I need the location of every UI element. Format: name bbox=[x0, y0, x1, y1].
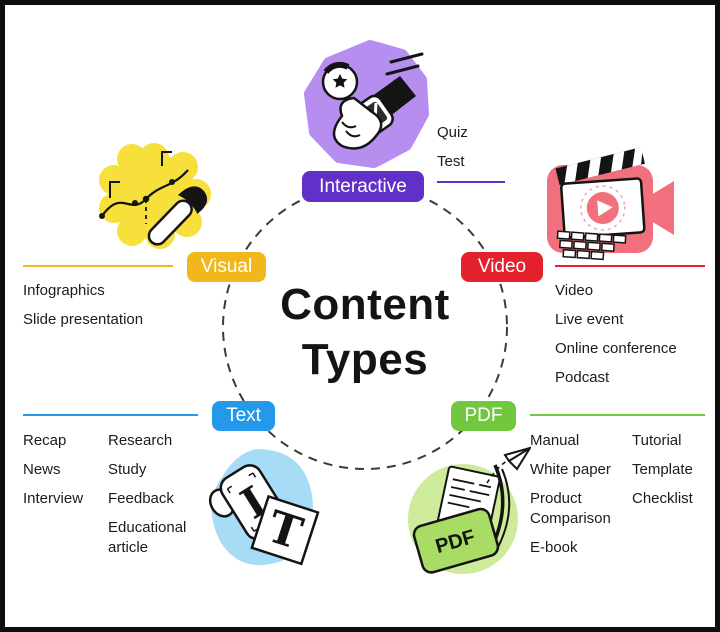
interactive-label-text: Interactive bbox=[319, 175, 407, 197]
list-item: Podcast bbox=[555, 369, 610, 386]
category-label-interactive: Interactive bbox=[302, 171, 424, 202]
laptop-keyboard bbox=[556, 230, 627, 261]
page-title-line1: Content bbox=[280, 280, 450, 329]
page-title: Content Types bbox=[223, 277, 507, 387]
letter-stamp-blocks-illustration: I T bbox=[208, 449, 320, 566]
list-item: Educational article bbox=[108, 519, 187, 556]
list-item: Checklist bbox=[632, 490, 693, 507]
list-item: Tutorial bbox=[632, 432, 682, 449]
pdf-items-col1: Manual White paper Product Comparison E-… bbox=[530, 431, 622, 567]
list-item: Research bbox=[108, 432, 173, 449]
hand-fist bbox=[332, 96, 383, 150]
category-label-video: Video bbox=[461, 252, 543, 282]
page-title-line2: Types bbox=[301, 335, 429, 384]
pdf-folder: PDF bbox=[412, 507, 500, 574]
list-item: Manual bbox=[530, 432, 580, 449]
play-icon bbox=[597, 200, 613, 217]
list-item: Product Comparison bbox=[530, 490, 611, 527]
video-items: Video Live event Online conference Podca… bbox=[555, 281, 677, 397]
list-item: Live event bbox=[555, 311, 624, 328]
list-item: Study bbox=[108, 461, 147, 478]
text-rule bbox=[23, 414, 198, 416]
video-rule bbox=[555, 265, 705, 267]
category-label-pdf: PDF bbox=[451, 401, 516, 431]
list-item: Test bbox=[437, 153, 465, 170]
list-item: Quiz bbox=[437, 124, 468, 141]
camera-lens-flap bbox=[651, 181, 674, 235]
list-item: Slide presentation bbox=[23, 311, 144, 328]
video-label-text: Video bbox=[477, 256, 527, 277]
list-item: Feedback bbox=[108, 490, 174, 507]
text-label-text: Text bbox=[226, 405, 261, 426]
list-item: Template bbox=[632, 461, 693, 478]
list-item: Recap bbox=[23, 432, 67, 449]
laptop-with-clapperboard-illustration bbox=[547, 146, 674, 261]
letter-block: T bbox=[250, 494, 320, 566]
visual-rule bbox=[23, 265, 173, 267]
category-label-visual: Visual bbox=[187, 252, 266, 282]
pdf-folder-paper-plane-illustration: PDF bbox=[408, 446, 531, 574]
dashed-circle bbox=[222, 184, 508, 470]
star-icon bbox=[332, 74, 348, 88]
list-item: Infographics bbox=[23, 282, 105, 299]
clapperboard bbox=[555, 146, 645, 185]
category-label-text: Text bbox=[212, 401, 275, 431]
list-item: Online conference bbox=[555, 340, 677, 357]
list-item: White paper bbox=[530, 461, 611, 478]
text-items-col2: Research Study Feedback Educational arti… bbox=[108, 431, 198, 567]
interactive-rule bbox=[437, 181, 505, 183]
interactive-items: Quiz Test bbox=[437, 123, 468, 181]
pdf-rule bbox=[530, 414, 705, 416]
pdf-items-col2: Tutorial Template Checklist bbox=[632, 431, 712, 518]
list-item: Interview bbox=[23, 490, 84, 507]
paper-plane-icon bbox=[503, 446, 531, 471]
list-item: News bbox=[23, 461, 61, 478]
visual-items: Infographics Slide presentation bbox=[23, 281, 143, 339]
text-items-col1: Recap News Interview bbox=[23, 431, 103, 518]
pdf-label-text: PDF bbox=[464, 405, 503, 426]
paintbrush-and-chart-illustration bbox=[99, 143, 211, 249]
visual-label-text: Visual bbox=[200, 256, 253, 277]
laptop-screen bbox=[560, 177, 646, 239]
list-item: E-book bbox=[530, 539, 578, 556]
list-item: Video bbox=[555, 282, 594, 299]
hand-with-smartwatch-illustration bbox=[304, 40, 429, 168]
paintbrush bbox=[147, 186, 208, 246]
